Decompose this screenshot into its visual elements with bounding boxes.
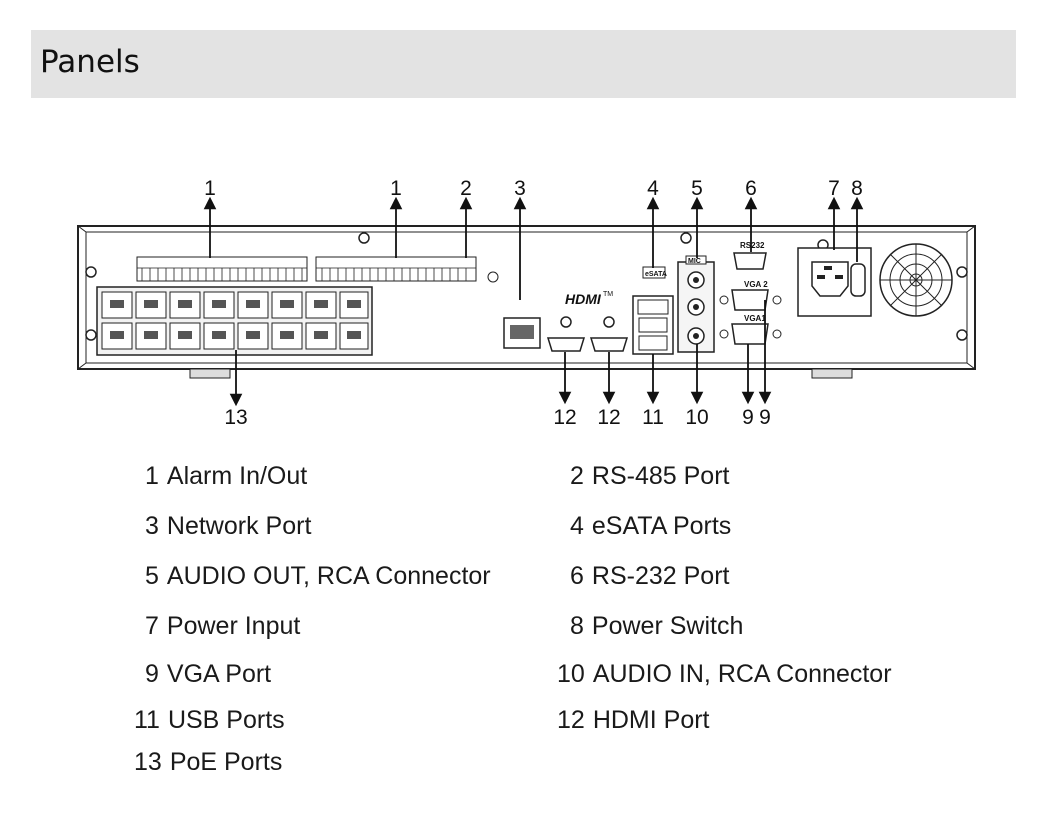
alarm-terminal-block-left [136,256,308,282]
callout-6: 6 [745,177,757,200]
callout-12-left: 12 [553,406,576,429]
callout-9-right: 9 [759,406,771,429]
hdmi-tm: TM [603,291,613,298]
esata-usb-ports: eSATA [632,266,674,355]
callout-9-left: 9 [742,406,754,429]
page-title: Panels [40,44,140,80]
rs232-label: RS232 [740,241,765,250]
audio-block: MIC [677,255,715,353]
callout-1-left: 1 [204,177,216,200]
callout-2: 2 [460,177,472,200]
hdmi-logo: HDMI [565,291,602,307]
vga2-label: VGA 2 [744,280,768,289]
rs232-vga-block: RS232 VGA 2 VGA1 [719,241,782,345]
callout-3: 3 [514,177,526,200]
callout-10: 10 [685,406,708,429]
fan-grille [879,243,953,317]
callout-lines [203,196,864,407]
mic-label: MIC [688,258,701,265]
hdmi-ports [546,316,629,352]
poe-port-block [96,286,373,356]
callout-5: 5 [691,177,703,200]
power-input [797,247,872,317]
chassis [77,225,976,379]
alarm-terminal-block-right [315,256,477,282]
callout-13: 13 [224,406,247,429]
section-header: Panels [31,30,1016,98]
network-port [487,271,541,349]
callout-7: 7 [828,177,840,200]
callout-11: 11 [642,406,664,429]
chassis-screws [85,232,968,341]
esata-label: eSATA [645,271,667,278]
vga1-label: VGA1 [744,314,766,323]
callout-8: 8 [851,177,863,200]
callout-1-right: 1 [390,177,402,200]
callout-12-right: 12 [597,406,620,429]
callout-4: 4 [647,177,659,200]
